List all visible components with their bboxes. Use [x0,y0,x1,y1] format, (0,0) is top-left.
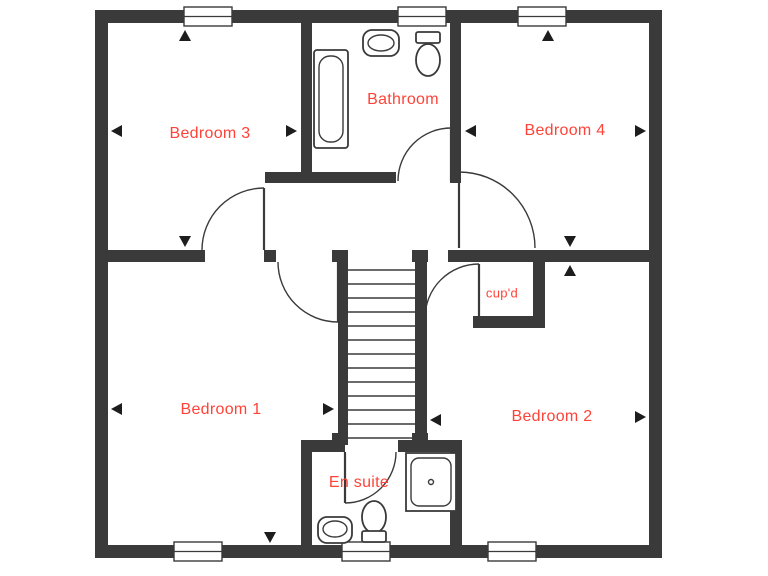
room-label-bedroom-2: Bedroom 2 [511,408,593,425]
arrow-right-icon [323,403,334,415]
arrow-down-icon [564,236,576,247]
arrow-down-icon [264,532,276,543]
wall-stair-left [338,255,348,445]
room-label-en-suite: En suite [328,474,390,491]
stair-treads [348,269,415,439]
arrow-left-icon [111,125,122,137]
room-label-bedroom-4: Bedroom 4 [524,122,606,139]
wall-bathroom-bottom [312,172,396,183]
ensuite-fixtures [317,452,457,544]
arrow-right-icon [286,125,297,137]
arrow-left-icon [430,414,441,426]
door-cupboard [424,263,481,319]
bathroom-fixtures [313,29,441,149]
dimension-arrows [111,30,646,543]
window-bedroom1 [173,541,223,562]
stair-newel-bottom-left [332,433,348,445]
stair-newel-top-right [412,250,428,262]
window-bedroom3 [183,6,233,27]
window-bedroom4 [517,6,567,27]
staircase [332,250,428,445]
arrow-down-icon [179,236,191,247]
stair-newel-bottom-right [412,433,428,445]
arrow-left-icon [465,125,476,137]
room-label-cupboard: cup'd [485,285,519,301]
door-ensuite [343,451,397,504]
window-ensuite [341,541,391,562]
arrow-up-icon [542,30,554,41]
window-bedroom2 [487,541,537,562]
door-bedroom4 [457,171,536,249]
stair-newel-top-left [332,250,348,262]
windows [173,6,567,562]
arrow-up-icon [564,265,576,276]
wall-right [649,10,662,558]
shower-icon [405,452,457,512]
wall-cupboard-right [533,262,545,328]
window-bathroom [397,6,447,27]
basin-icon [362,29,400,57]
room-label-bedroom-3: Bedroom 3 [169,125,251,142]
wall-left [95,10,108,558]
bath-tub-icon [313,49,349,149]
arrow-right-icon [635,125,646,137]
toilet-icon [361,500,387,543]
interior-walls [108,23,662,545]
toilet-icon [415,31,441,77]
wall-bathroom-left [301,23,312,183]
wall-mid-right [448,250,662,262]
door-bedroom3 [201,187,266,251]
arrow-up-icon [179,30,191,41]
wall-cupboard-bottom [473,316,545,328]
wall-ensuite-left [301,440,312,545]
wall-bathroom-right [450,23,461,183]
arrow-right-icon [635,411,646,423]
arrow-left-icon [111,403,122,415]
wall-landing-stub [265,172,312,183]
wall-door-pier [264,250,276,262]
room-label-bedroom-1: Bedroom 1 [180,401,262,418]
doors [201,127,536,504]
wall-mid-left [108,250,205,262]
door-bedroom1 [277,261,340,323]
wall-stair-right [415,255,427,445]
wall-top [95,10,662,23]
basin-icon [317,516,353,544]
door-bathroom [397,127,453,182]
room-label-bathroom: Bathroom [367,91,439,108]
